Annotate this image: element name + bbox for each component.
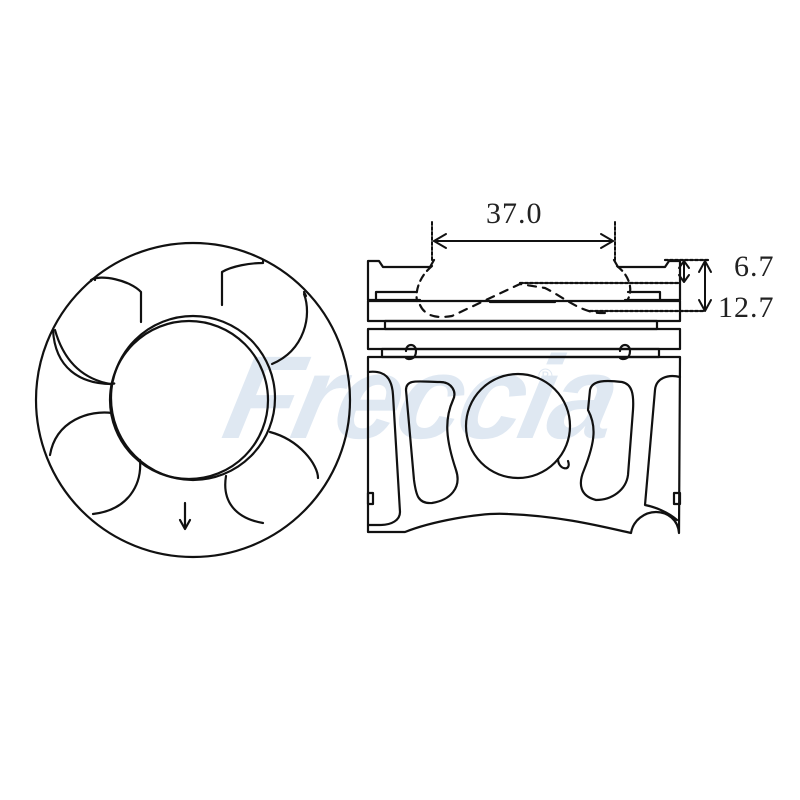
side-view (366, 258, 712, 535)
skirt-outline (366, 355, 682, 535)
window-right (579, 379, 635, 502)
dimension-lines (431, 221, 712, 312)
bowl-inner-ring (108, 319, 270, 481)
pin-bore (464, 372, 572, 480)
window-left (404, 380, 459, 505)
ring-groove-1 (383, 319, 659, 331)
oil-hole-right (618, 343, 632, 361)
upper-depth-label: 6.7 (734, 250, 775, 283)
outer-circle (34, 241, 352, 559)
oil-hole-left (404, 343, 418, 361)
valve-pocket-upper-left (53, 328, 116, 386)
ring-groove-2 (380, 347, 661, 359)
top-view (34, 241, 352, 559)
total-depth-label: 12.7 (718, 291, 775, 324)
registered-mark: ® (538, 366, 553, 388)
bowl-diameter-label: 37.0 (486, 197, 543, 230)
